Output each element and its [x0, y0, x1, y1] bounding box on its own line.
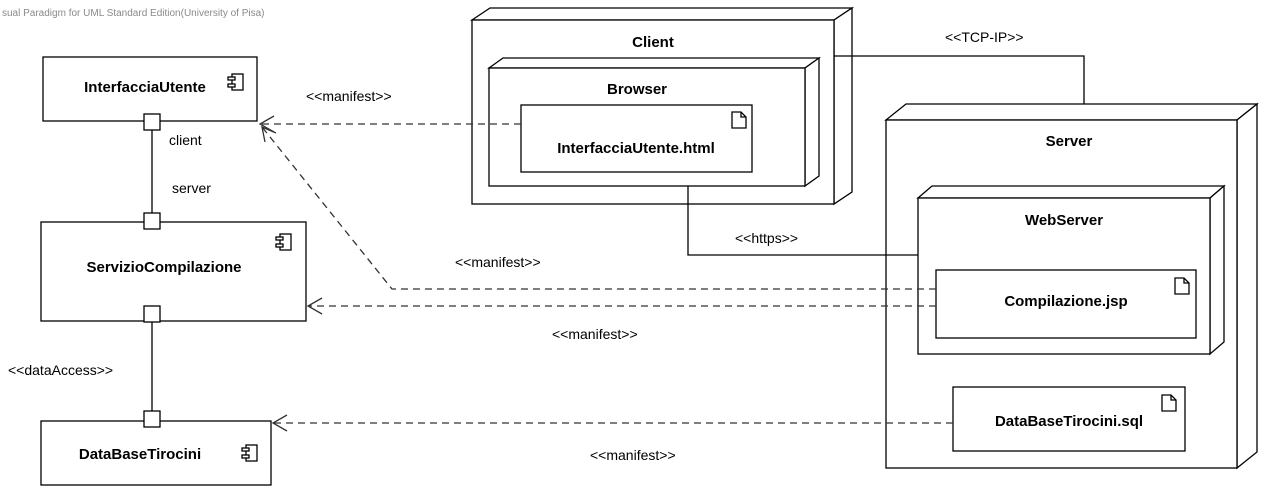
artifact-jsp-box — [935, 269, 1197, 339]
client-node-title: Client — [632, 34, 674, 51]
server-port[interactable] — [143, 212, 161, 230]
server-node-title: Server — [1046, 133, 1093, 150]
manifest-jsp-to-servizio[interactable] — [306, 297, 936, 315]
webserver-node-top — [916, 185, 1226, 199]
arrow-head-icon — [306, 297, 323, 315]
manifest-label-3: <<manifest>> — [552, 326, 638, 342]
component-servizio-box — [40, 221, 307, 322]
artifact-sql-box — [952, 386, 1186, 452]
arrow-head-icon — [271, 414, 288, 432]
component-servizio-compilazione[interactable]: ServizioCompilazione — [40, 221, 307, 322]
component-interfaccia-utente[interactable]: InterfacciaUtente — [42, 56, 258, 122]
component-icon — [275, 233, 292, 251]
artifact-interfaccia-html[interactable]: InterfacciaUtente.html — [520, 104, 753, 173]
browser-node-side — [804, 56, 820, 188]
component-servizio-label: ServizioCompilazione — [86, 259, 241, 276]
component-database-tirocini[interactable]: DataBaseTirocini — [40, 420, 272, 486]
artifact-jsp-label: Compilazione.jsp — [1004, 293, 1127, 310]
tcp-ip-path[interactable] — [834, 55, 1085, 104]
tcp-ip-label: <<TCP-IP>> — [945, 29, 1024, 45]
arrow-head-icon — [258, 115, 275, 133]
manifest-html-to-interfaccia[interactable] — [258, 115, 521, 133]
document-icon — [1161, 394, 1177, 412]
artifact-html-label: InterfacciaUtente.html — [557, 140, 715, 157]
client-node-side — [833, 6, 853, 206]
component-interfaccia-label: InterfacciaUtente — [84, 79, 206, 96]
servizio-data-port[interactable] — [143, 305, 161, 323]
webserver-node-side — [1209, 184, 1225, 356]
artifact-sql-label: DataBaseTirocini.sql — [995, 413, 1143, 430]
component-icon — [227, 73, 244, 91]
database-port[interactable] — [143, 410, 161, 428]
artifact-html-box — [520, 104, 753, 173]
component-icon — [241, 444, 258, 462]
watermark-text: sual Paradigm for UML Standard Edition(U… — [2, 8, 265, 19]
server-node-side — [1236, 102, 1258, 470]
manifest-label-4: <<manifest>> — [590, 447, 676, 463]
artifact-database-sql[interactable]: DataBaseTirocini.sql — [952, 386, 1186, 452]
arrow-head-icon — [261, 125, 277, 143]
browser-node-title: Browser — [607, 81, 667, 98]
artifact-compilazione-jsp[interactable]: Compilazione.jsp — [935, 269, 1197, 339]
document-icon — [731, 111, 747, 129]
client-role-label: client — [169, 132, 202, 148]
server-role-label: server — [172, 180, 211, 196]
browser-node-top — [486, 57, 822, 69]
client-node-top — [469, 7, 855, 21]
client-port[interactable] — [143, 113, 161, 131]
component-database-label: DataBaseTirocini — [79, 446, 201, 463]
https-label: <<https>> — [735, 230, 798, 246]
manifest-sql-to-database[interactable] — [271, 414, 953, 432]
server-node-top — [884, 103, 1259, 121]
component-database-box — [40, 420, 272, 486]
https-path[interactable] — [687, 186, 918, 256]
manifest-jsp-to-interfaccia[interactable] — [261, 125, 936, 290]
data-access-label: <<dataAccess>> — [8, 362, 113, 378]
webserver-node-title: WebServer — [1025, 212, 1103, 229]
manifest-label-2: <<manifest>> — [455, 254, 541, 270]
document-icon — [1174, 277, 1190, 295]
manifest-label-1: <<manifest>> — [306, 88, 392, 104]
